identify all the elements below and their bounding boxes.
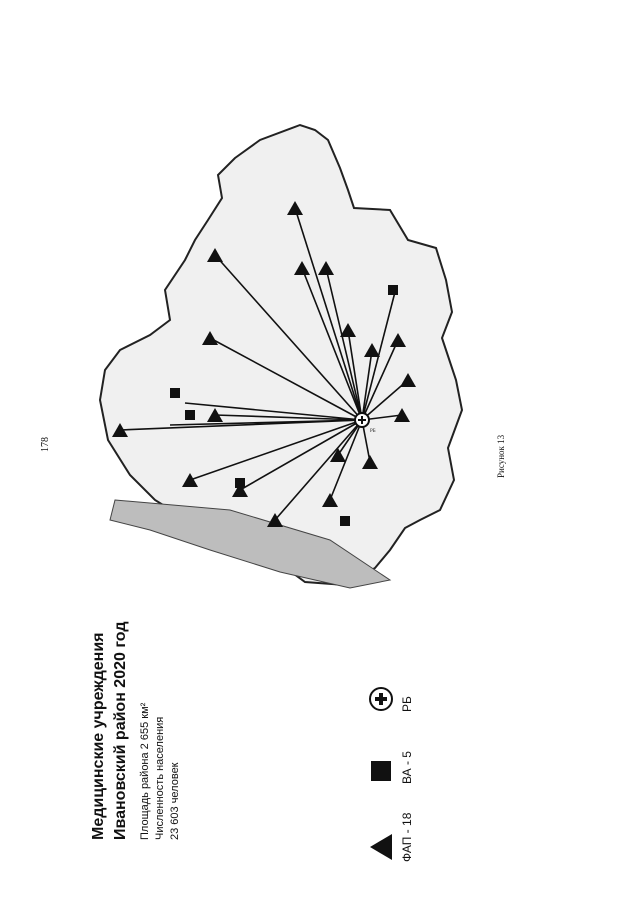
figure-caption: Рисунок 13	[496, 434, 506, 478]
title-block: Медицинские учреждения Ивановский район …	[88, 600, 183, 840]
va-marker	[170, 388, 180, 398]
fap-marker	[400, 373, 416, 387]
fap-marker	[287, 201, 303, 215]
fap-marker	[202, 331, 218, 345]
fap-marker	[318, 261, 334, 275]
va-marker	[235, 478, 245, 488]
square-icon	[371, 761, 391, 781]
fap-marker	[340, 323, 356, 337]
fap-marker	[207, 248, 223, 262]
va-marker	[185, 410, 195, 420]
fap-marker	[394, 408, 410, 422]
fap-marker	[364, 343, 380, 357]
area-info: Площадь района 2 655 км²	[139, 702, 151, 840]
fap-marker	[232, 483, 248, 497]
connection-lines	[119, 207, 409, 521]
legend-label-va: ВА - 5	[400, 751, 414, 784]
va-marker	[388, 285, 398, 295]
fap-marker	[322, 493, 338, 507]
triangle-icon	[370, 834, 392, 860]
fap-marker	[330, 448, 346, 462]
hub-label: РБ	[370, 429, 376, 434]
fap-marker	[390, 333, 406, 347]
hospital-hub	[354, 412, 370, 428]
district-outline	[98, 123, 464, 587]
va-markers	[170, 285, 398, 526]
page-number: 178	[40, 437, 51, 452]
legend: РБ ВА - 5 ФАП - 18	[368, 632, 440, 862]
cross-circle-icon	[369, 687, 393, 711]
fap-marker	[182, 473, 198, 487]
population-value: 23 603 человек	[169, 762, 181, 841]
fap-marker	[112, 423, 128, 437]
legend-label-fap: ФАП - 18	[400, 812, 414, 862]
population-label: Численность населения	[154, 716, 166, 840]
fap-marker	[294, 261, 310, 275]
fap-markers	[112, 201, 416, 527]
va-marker	[340, 516, 350, 526]
title-line-2: Ивановский район 2020 год	[112, 621, 129, 840]
fap-marker	[207, 408, 223, 422]
district-map: РБ	[98, 123, 464, 589]
title-line-1: Медицинские учреждения	[90, 632, 107, 840]
fap-marker	[362, 455, 378, 469]
legend-label-rb: РБ	[400, 696, 414, 712]
fap-marker	[267, 513, 283, 527]
